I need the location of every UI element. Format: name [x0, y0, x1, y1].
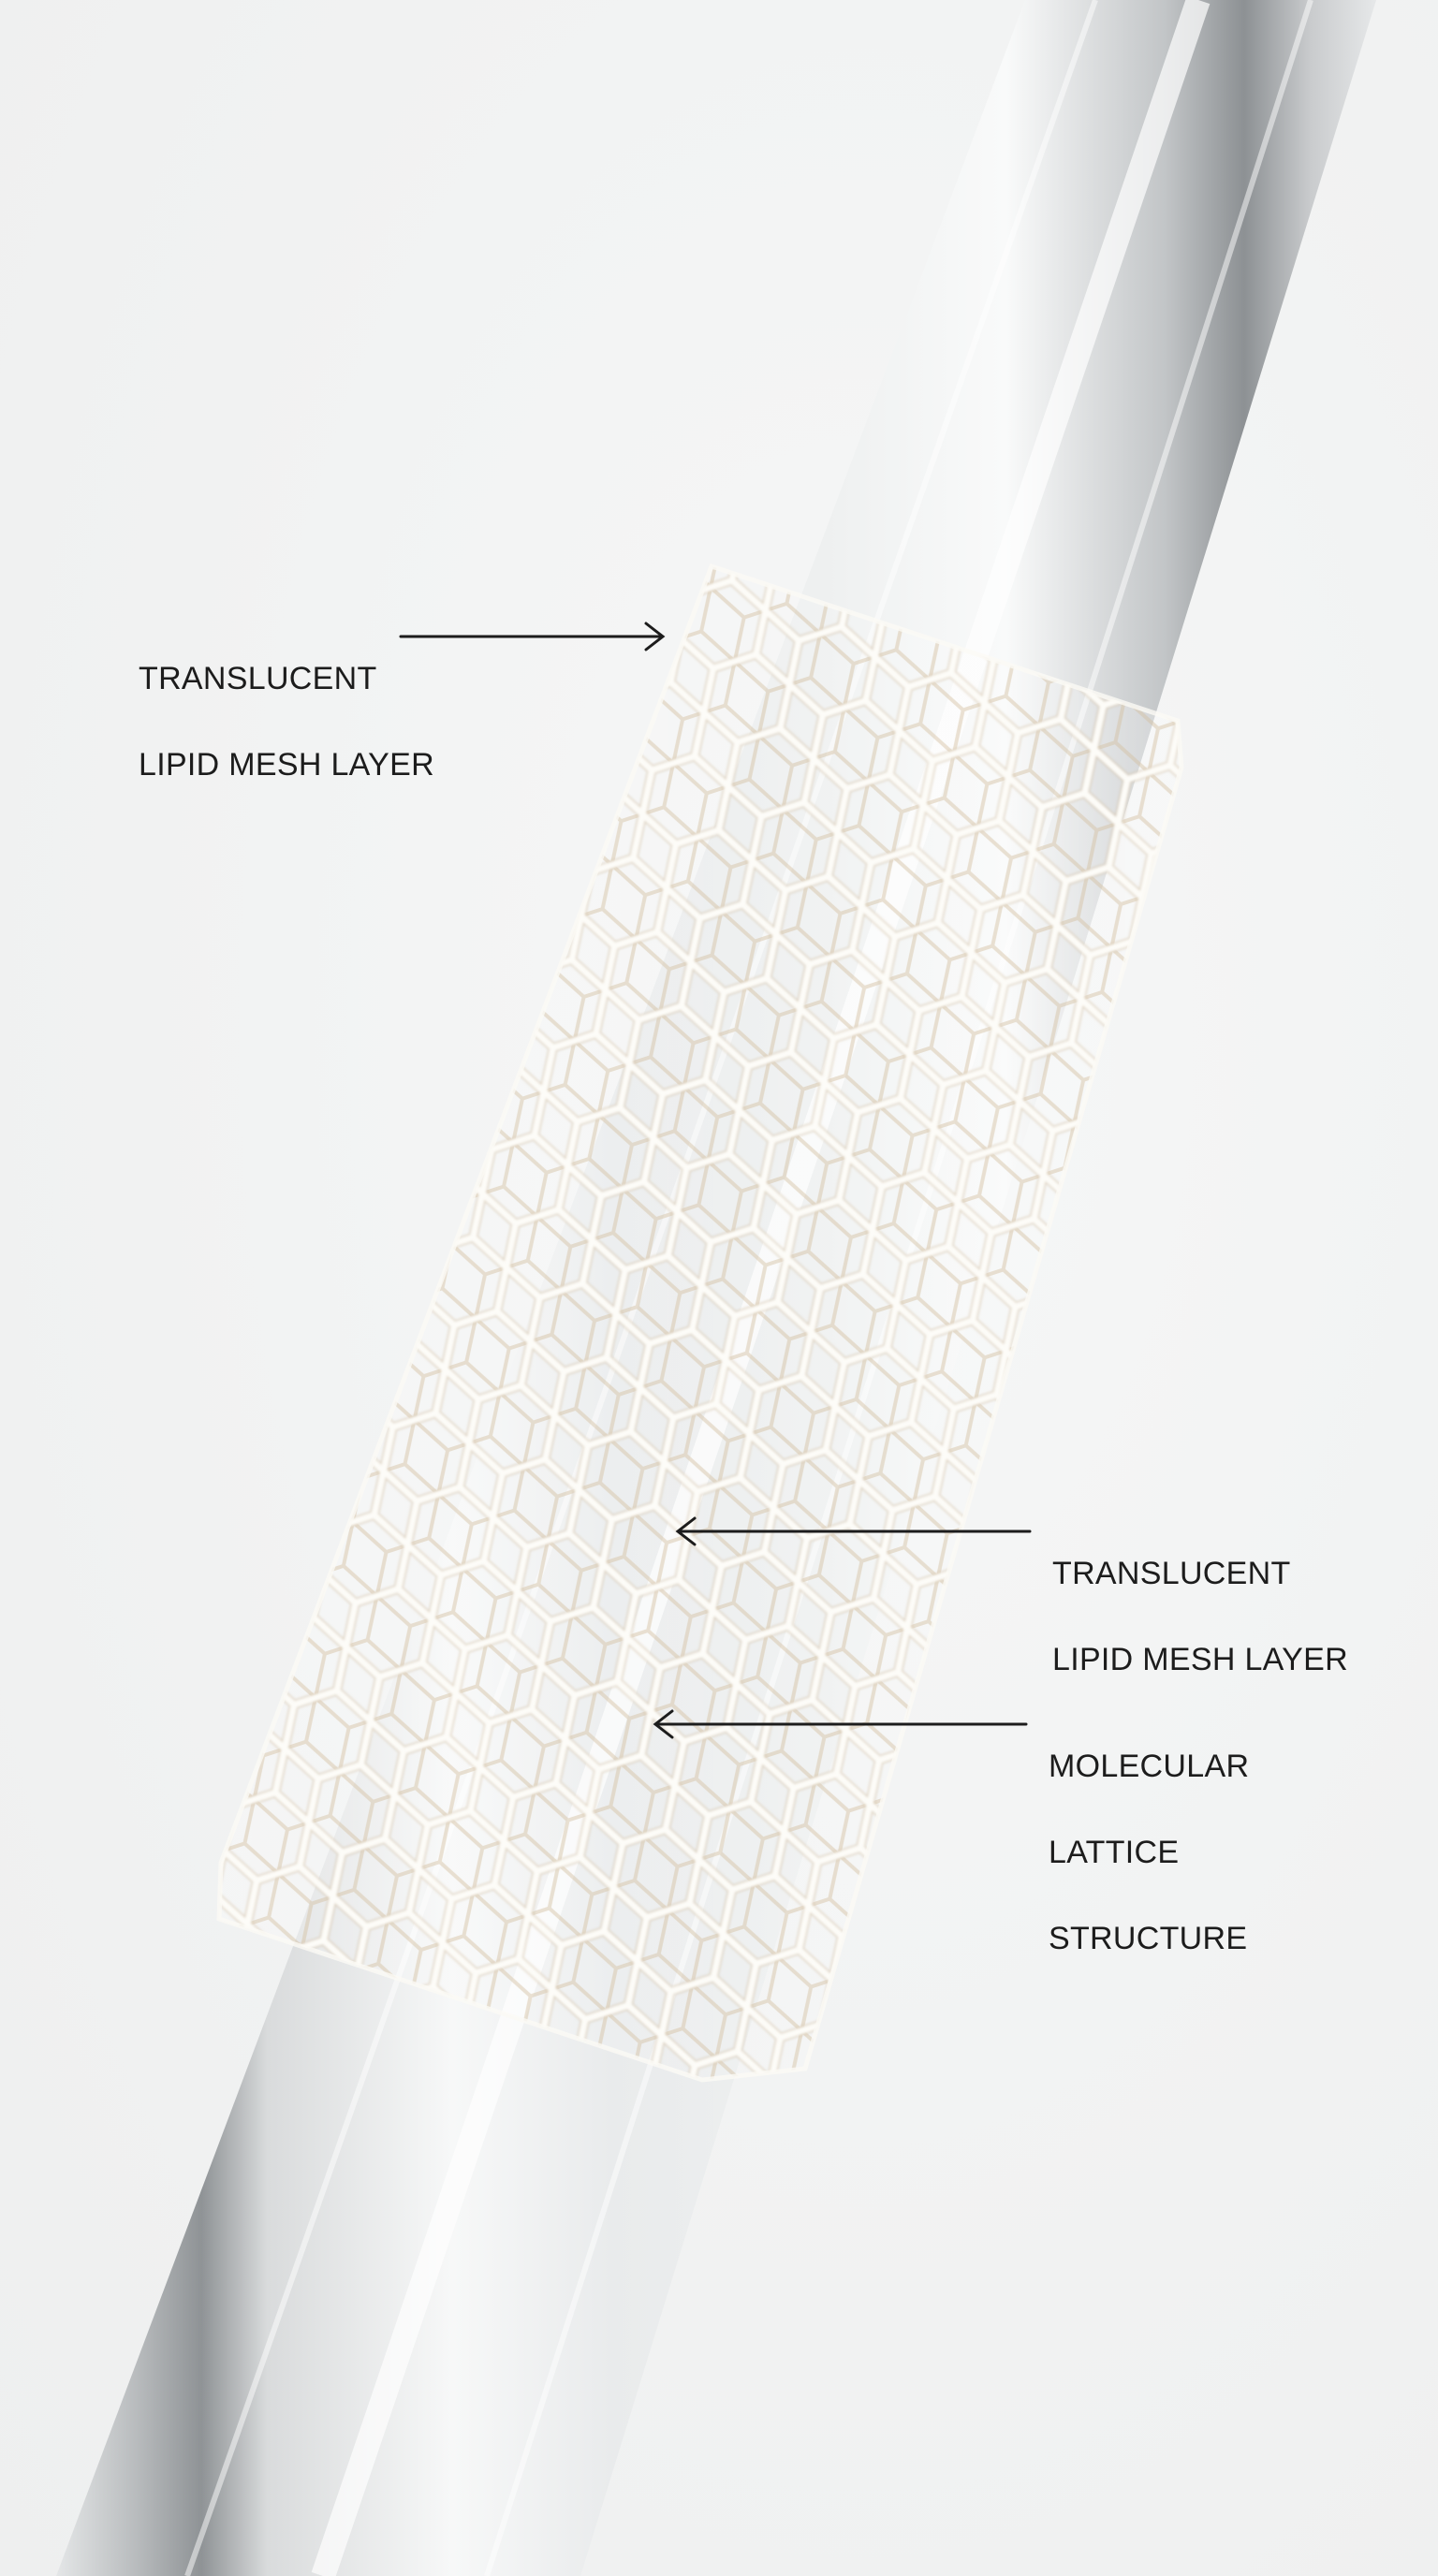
callout-line: LIPID MESH LAYER: [139, 747, 434, 783]
mesh-outline: [216, 563, 1184, 2083]
callout-arrow-top-left: [399, 622, 666, 651]
callout-arrow-bottom-right: [653, 1709, 1028, 1739]
callout-line: LIPID MESH LAYER: [1052, 1642, 1348, 1677]
arrow-icon: [653, 1709, 674, 1739]
callout-line: TRANSLUCENT: [139, 661, 377, 696]
callout-label-molecular-lattice: MOLECULAR LATTICE STRUCTURE: [1049, 1702, 1249, 2003]
callout-label-translucent-lipid-mesh-right: TRANSLUCENT LIPID MESH LAYER: [1052, 1509, 1348, 1724]
callout-label-translucent-lipid-mesh-top: TRANSLUCENT LIPID MESH LAYER: [139, 614, 434, 829]
callout-line: LATTICE: [1049, 1835, 1180, 1870]
callout-line: STRUCTURE: [1049, 1921, 1248, 1956]
callout-arrow-mid-right: [675, 1516, 1032, 1546]
arrow-icon: [675, 1516, 697, 1546]
callout-line: TRANSLUCENT: [1052, 1556, 1291, 1591]
callout-line: MOLECULAR: [1049, 1749, 1250, 1784]
arrow-icon: [644, 622, 666, 651]
